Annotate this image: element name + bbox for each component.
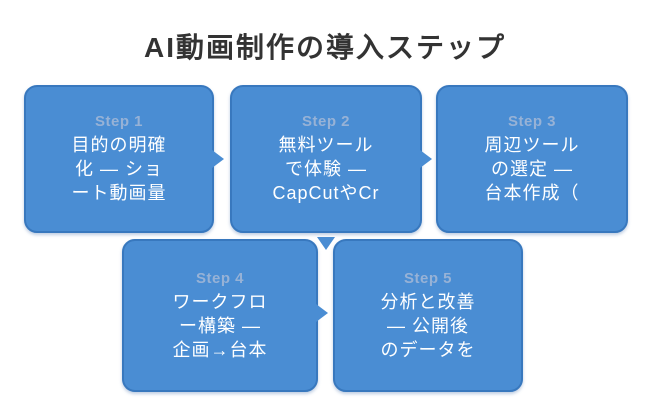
step-box-3: Step 3 周辺ツール の選定 — 台本作成（ [436, 85, 628, 233]
arrow-right-step2-to-step3-icon [420, 150, 432, 168]
arrow-right-step1-to-step2-icon [212, 150, 224, 168]
step-2-label: Step 2 [301, 113, 350, 130]
page-title: AI動画制作の導入ステップ [143, 32, 506, 63]
step-2-text: 無料ツール で体験 — CapCutやCr [272, 135, 380, 203]
step-box-5: Step 5 分析と改善 — 公開後 のデータを [333, 239, 523, 392]
step-4-text: ワークフロ ー構築 — 企画→台本 [172, 291, 268, 360]
step-5-label: Step 5 [403, 269, 452, 287]
step-box-4: Step 4 ワークフロ ー構築 — 企画→台本 [122, 239, 318, 392]
step-3-text: 周辺ツール の選定 — 台本作成（ [484, 135, 580, 203]
arrow-right-step4-to-step5-icon [316, 304, 328, 322]
step-box-2: Step 2 無料ツール で体験 — CapCutやCr [230, 85, 422, 233]
step-1-label: Step 1 [94, 113, 143, 130]
step-5-text: 分析と改善 — 公開後 のデータを [380, 291, 476, 360]
step-box-1: Step 1 目的の明確 化 — ショ ート動画量 [24, 85, 214, 233]
step-1-text: 目的の明確 化 — ショ ート動画量 [71, 135, 167, 203]
step-3-label: Step 3 [507, 113, 556, 130]
arrow-down-row1-to-row2-icon [317, 237, 335, 250]
step-4-label: Step 4 [195, 269, 244, 287]
